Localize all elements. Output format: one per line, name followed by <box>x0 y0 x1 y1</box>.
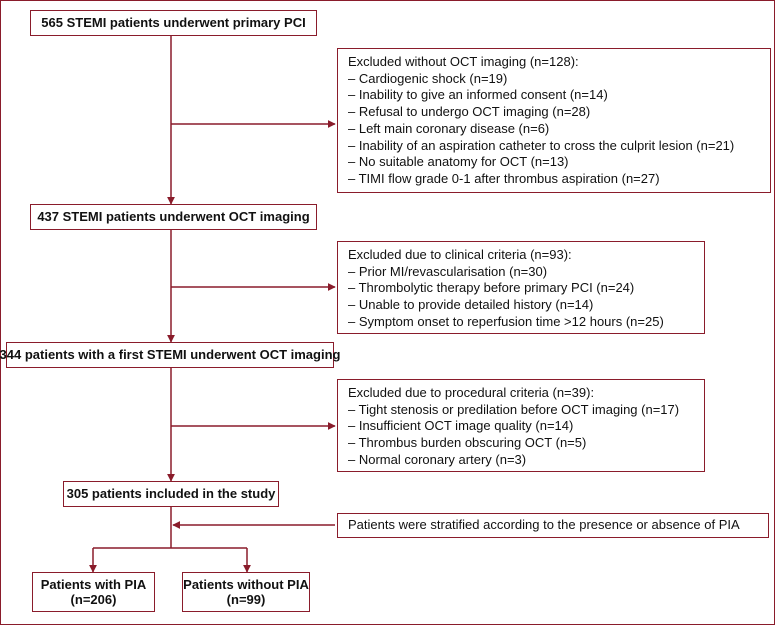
step-label: 344 patients with a first STEMI underwen… <box>0 346 341 362</box>
exclusion-item: Normal coronary artery (n=3) <box>348 452 694 469</box>
exclusion-item: Insufficient OCT image quality (n=14) <box>348 418 694 435</box>
exclusion-item: Thrombolytic therapy before primary PCI … <box>348 280 694 297</box>
group-box-without-pia: Patients without PIA (n=99) <box>182 572 310 612</box>
exclusion-box-clinical: Excluded due to clinical criteria (n=93)… <box>337 241 705 334</box>
stratification-label: Patients were stratified according to th… <box>348 517 740 533</box>
exclusion-item: No suitable anatomy for OCT (n=13) <box>348 154 760 171</box>
exclusion-item: Cardiogenic shock (n=19) <box>348 71 760 88</box>
step-label: 565 STEMI patients underwent primary PCI <box>41 14 306 30</box>
group-box-with-pia: Patients with PIA (n=206) <box>32 572 155 612</box>
step-box-included: 305 patients included in the study <box>63 481 279 507</box>
exclusion-box-no-oct: Excluded without OCT imaging (n=128): Ca… <box>337 48 771 193</box>
exclusion-item: Refusal to undergo OCT imaging (n=28) <box>348 104 760 121</box>
group-label: Patients with PIA <box>40 577 147 592</box>
exclusion-item: Symptom onset to reperfusion time >12 ho… <box>348 314 694 331</box>
exclusion-header: Excluded due to procedural criteria (n=3… <box>348 385 595 400</box>
exclusion-item: Unable to provide detailed history (n=14… <box>348 297 694 314</box>
group-count: (n=99) <box>226 592 266 607</box>
step-label: 305 patients included in the study <box>66 485 276 501</box>
stratification-box: Patients were stratified according to th… <box>337 513 769 538</box>
exclusion-item: Left main coronary disease (n=6) <box>348 121 760 138</box>
exclusion-item: Inability of an aspiration catheter to c… <box>348 138 760 155</box>
step-box-primary-pci: 565 STEMI patients underwent primary PCI <box>30 10 317 36</box>
step-box-oct-imaging: 437 STEMI patients underwent OCT imaging <box>30 204 317 230</box>
exclusion-item: Prior MI/revascularisation (n=30) <box>348 264 694 281</box>
exclusion-box-procedural: Excluded due to procedural criteria (n=3… <box>337 379 705 472</box>
exclusion-item: Thrombus burden obscuring OCT (n=5) <box>348 435 694 452</box>
group-count: (n=206) <box>70 592 117 607</box>
step-box-first-stemi: 344 patients with a first STEMI underwen… <box>0 342 340 368</box>
group-label: Patients without PIA <box>183 577 309 592</box>
exclusion-item: Inability to give an informed consent (n… <box>348 87 760 104</box>
exclusion-header: Excluded due to clinical criteria (n=93)… <box>348 247 572 262</box>
step-label: 437 STEMI patients underwent OCT imaging <box>37 208 310 224</box>
exclusion-header: Excluded without OCT imaging (n=128): <box>348 54 579 69</box>
exclusion-item: TIMI flow grade 0-1 after thrombus aspir… <box>348 171 760 188</box>
exclusion-item: Tight stenosis or predilation before OCT… <box>348 402 694 419</box>
